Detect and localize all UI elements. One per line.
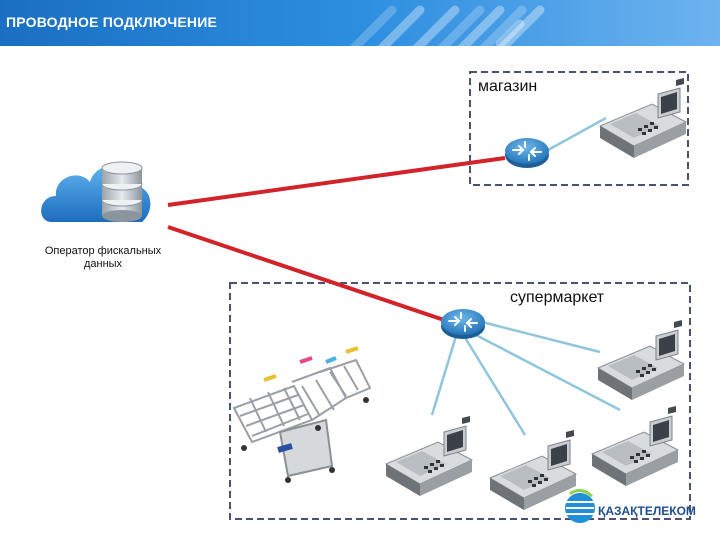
supermarket-zone (229, 282, 691, 520)
shopping-carts-icon (232, 346, 372, 483)
cash-register-icon-4 (591, 405, 679, 487)
shop-zone (469, 71, 689, 186)
cloud-database-icon (41, 161, 151, 222)
supermarket-label: супермаркет (510, 289, 605, 306)
header-decoration (345, 5, 545, 85)
cash-register-icon-3 (489, 429, 577, 511)
cash-register-icon-1 (597, 319, 685, 401)
page-title: ПРОВОДНОЕ ПОДКЛЮЧЕНИЕ (6, 14, 218, 30)
wired-link-supermarket (167, 225, 445, 322)
local-links (430, 116, 621, 436)
shop-cash-register-icon (599, 77, 687, 159)
operator-label: Оператор фискальных данных (44, 245, 162, 270)
logo-text: ҚАЗАҚТЕЛЕКОМ (598, 504, 696, 518)
kazakhtelecom-logo-icon (565, 489, 595, 523)
cash-register-icon-2 (385, 415, 473, 497)
supermarket-router-icon (440, 308, 486, 340)
wired-link-shop (167, 156, 506, 207)
shop-router-icon (504, 137, 550, 169)
shop-label: магазин (478, 78, 538, 95)
